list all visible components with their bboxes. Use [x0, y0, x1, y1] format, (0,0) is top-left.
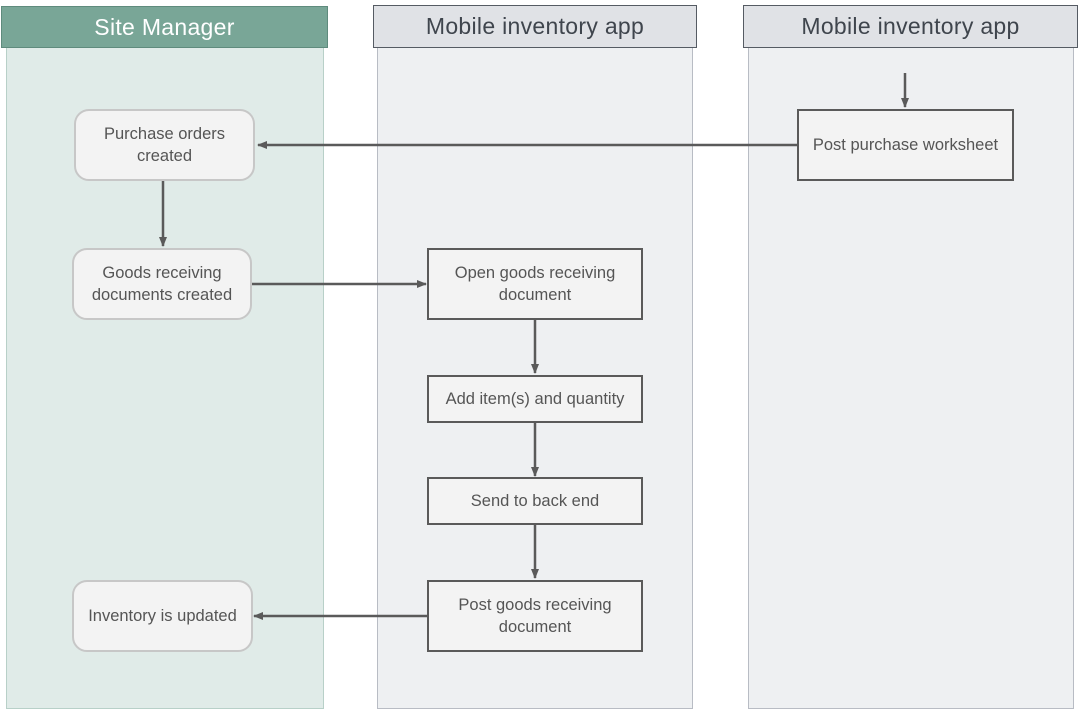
lane-header-site-manager: Site Manager — [1, 6, 328, 48]
node-label-inventory-is-updated: Inventory is updated — [88, 607, 237, 625]
node-label-purchase-orders-created: Purchase orders created — [103, 125, 226, 165]
node-send-to-back-end: Send to back end — [427, 477, 643, 525]
node-label-send-to-back-end: Send to back end — [470, 492, 600, 510]
node-label-goods-receiving-documents-created: Goods receiving documents created — [91, 264, 233, 304]
node-inventory-is-updated: Inventory is updated — [72, 580, 253, 652]
lane-header-mobile-inventory-app-1: Mobile inventory app — [373, 5, 697, 48]
node-label-post-purchase-worksheet: Post purchase worksheet — [812, 136, 999, 154]
node-label-open-goods-receiving-document: Open goods receiving document — [454, 264, 616, 304]
node-purchase-orders-created: Purchase orders created — [74, 109, 255, 181]
node-label-add-items-and-quantity: Add item(s) and quantity — [445, 390, 625, 408]
node-label-post-goods-receiving-document: Post goods receiving document — [458, 596, 612, 636]
node-post-purchase-worksheet: Post purchase worksheet — [797, 109, 1014, 181]
node-post-goods-receiving-document: Post goods receiving document — [427, 580, 643, 652]
node-add-items-and-quantity: Add item(s) and quantity — [427, 375, 643, 423]
lane-header-mobile-inventory-app-2: Mobile inventory app — [743, 5, 1078, 48]
node-goods-receiving-documents-created: Goods receiving documents created — [72, 248, 252, 320]
node-open-goods-receiving-document: Open goods receiving document — [427, 248, 643, 320]
